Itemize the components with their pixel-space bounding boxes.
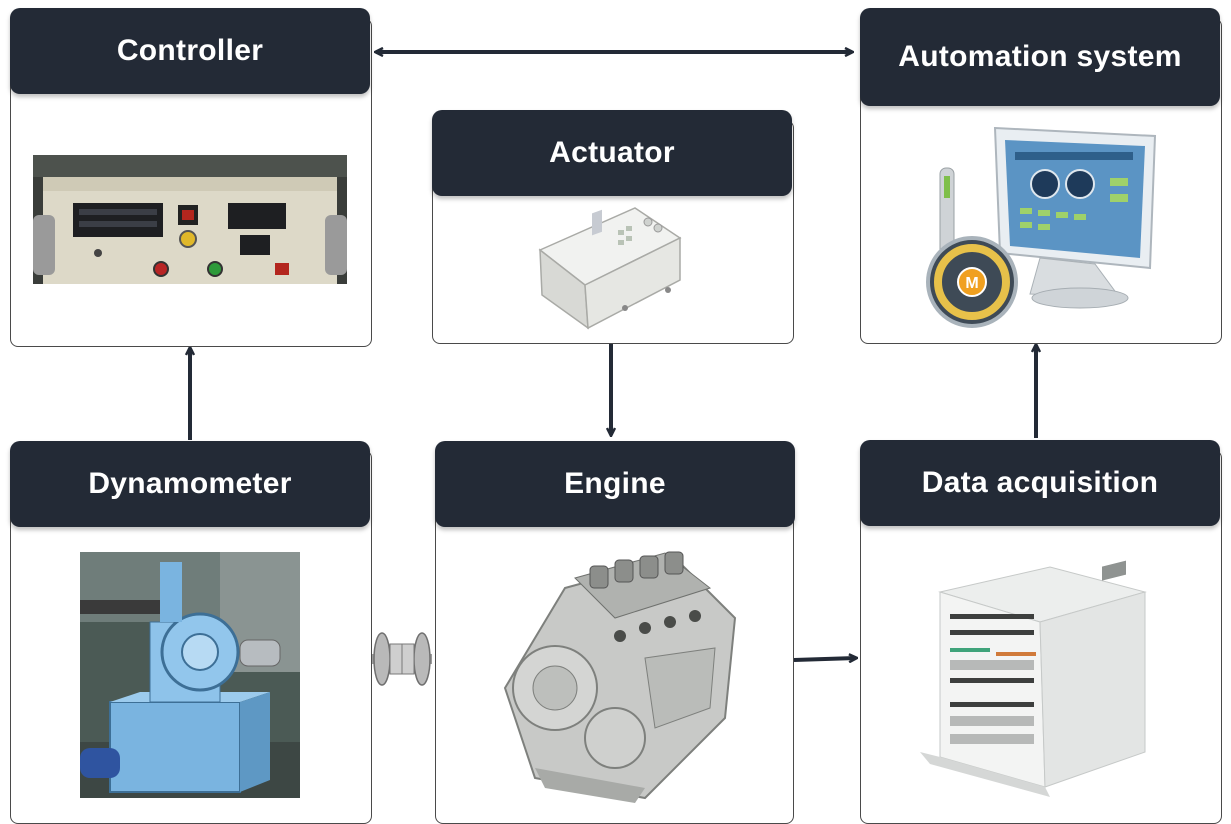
- automation-title: Automation system: [860, 8, 1220, 106]
- svg-text:M: M: [965, 275, 978, 292]
- arrow-engine-data-acquisition: [793, 658, 856, 660]
- data-acquisition-rack-render: [920, 552, 1160, 797]
- actuator-title: Actuator: [432, 110, 792, 196]
- controller-title: Controller: [10, 8, 370, 94]
- data-acquisition-title: Data acquisition: [860, 440, 1220, 526]
- automation-pc-monitor-icon: M: [920, 118, 1170, 330]
- engine-title: Engine: [435, 441, 795, 527]
- shaft-coupling-icon: [372, 630, 432, 688]
- dynamometer-title: Dynamometer: [10, 441, 370, 527]
- actuator-unit-photo: [530, 200, 690, 332]
- dynamometer-rig-photo: [80, 552, 300, 798]
- engine-block-photo: [495, 548, 745, 810]
- controller-panel-photo: [33, 155, 347, 284]
